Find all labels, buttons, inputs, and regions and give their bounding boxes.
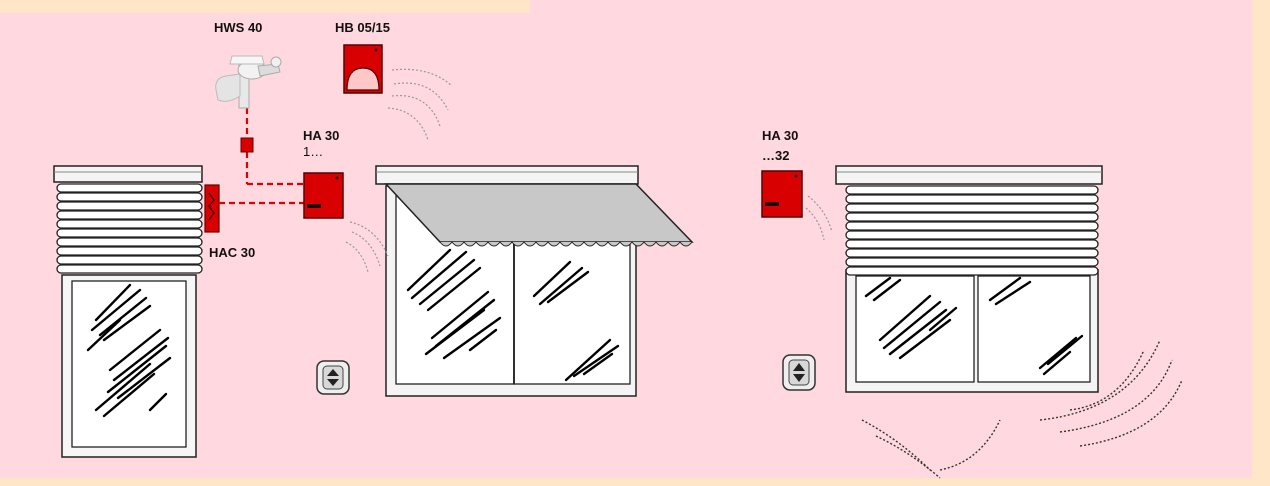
- left-glass-reflection: [86, 283, 172, 418]
- hws40-label: HWS 40: [214, 20, 263, 35]
- weather-station-icon[interactable]: [215, 55, 282, 109]
- ha30-right-sublabel: …32: [762, 148, 790, 163]
- right-window-shutter: [835, 165, 1103, 393]
- hac30-label: HAC 30: [209, 245, 256, 260]
- right-glass-reflection: [864, 276, 1084, 376]
- radio-wave-icon-ha-right: [805, 195, 833, 241]
- radio-wave-icon-ha-left: [345, 221, 389, 273]
- bottom-band: [0, 478, 1270, 486]
- actuator-box-icon-right[interactable]: [761, 170, 803, 218]
- left-shutter-slats: [56, 183, 203, 274]
- ha30-right-label: HA 30: [762, 128, 799, 143]
- up-down-remote-icon-left[interactable]: [316, 360, 350, 395]
- wiring-links: [219, 108, 304, 205]
- actuator-box-icon-left[interactable]: [303, 172, 344, 219]
- weather-station-junction: [240, 137, 254, 153]
- radio-wave-icon-hb: [387, 68, 453, 141]
- top-band: [0, 0, 530, 13]
- right-band: [1252, 0, 1270, 486]
- ha30-left-sublabel: 1…: [303, 144, 324, 159]
- right-shutter-slats: [845, 185, 1099, 276]
- hac-switch-icon: [208, 192, 215, 221]
- hb0515-label: HB 05/15: [335, 20, 390, 35]
- left-window-shutter: [53, 165, 203, 458]
- middle-window-awning: [375, 165, 694, 397]
- awning-fabric: [384, 183, 694, 243]
- hac30-switch[interactable]: [204, 184, 220, 233]
- sun-sensor-icon[interactable]: [343, 44, 383, 94]
- radio-wave-icon-remote: [861, 339, 1183, 479]
- middle-glass-reflection: [406, 248, 620, 382]
- up-down-remote-icon-right[interactable]: [782, 354, 816, 391]
- ha30-left-label: HA 30: [303, 128, 340, 143]
